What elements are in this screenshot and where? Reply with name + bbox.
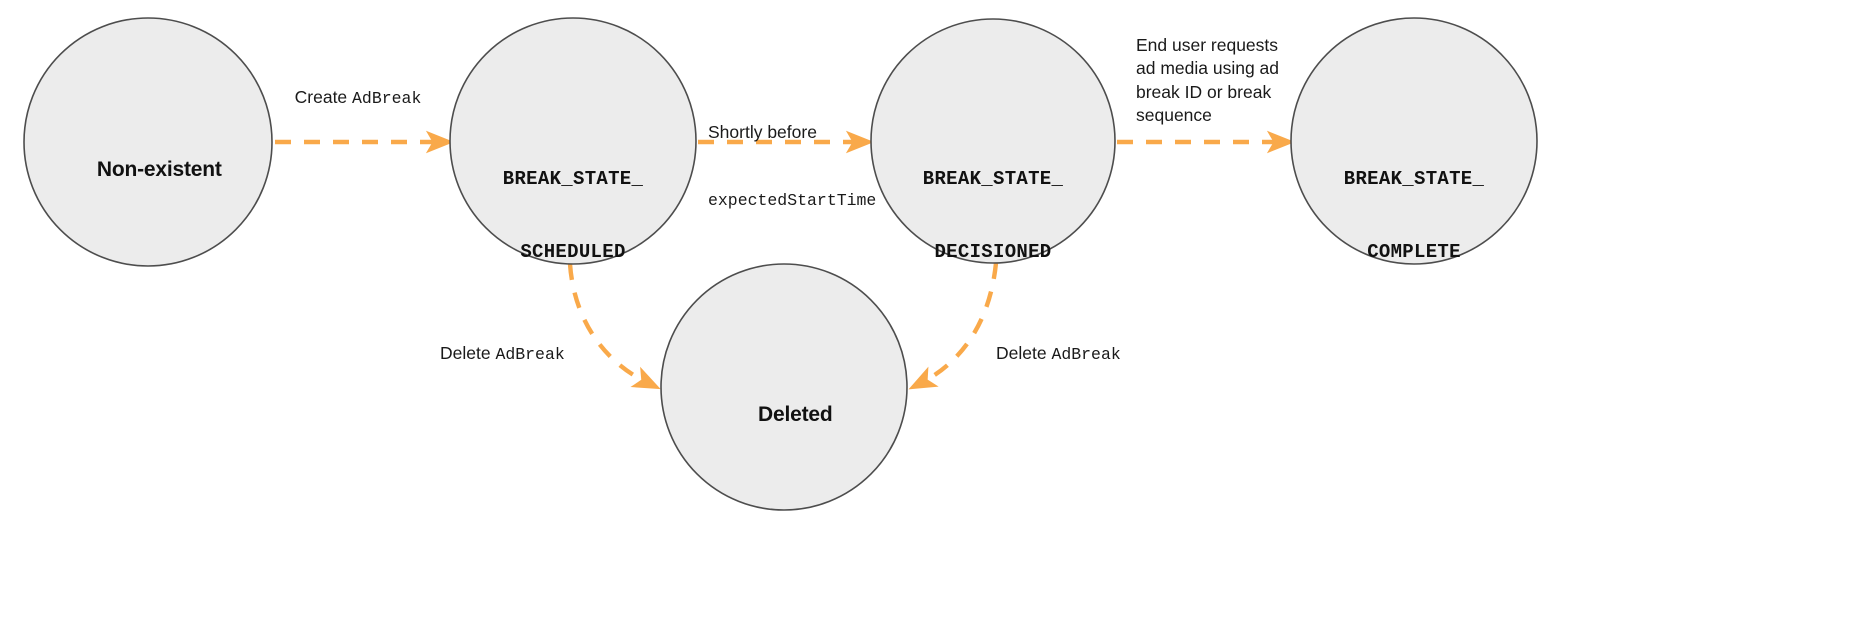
- edge-delete-from-scheduled: [567, 263, 661, 390]
- edge-delete-from-decisioned: [908, 262, 999, 390]
- node-break-state-scheduled[interactable]: [449, 17, 697, 265]
- node-non-existent[interactable]: [23, 17, 273, 267]
- node-break-state-decisioned[interactable]: [870, 18, 1116, 264]
- node-break-state-complete[interactable]: [1290, 17, 1538, 265]
- nodes-layer: [23, 17, 1538, 511]
- edges-layer: [275, 130, 1296, 390]
- node-deleted[interactable]: [660, 263, 908, 511]
